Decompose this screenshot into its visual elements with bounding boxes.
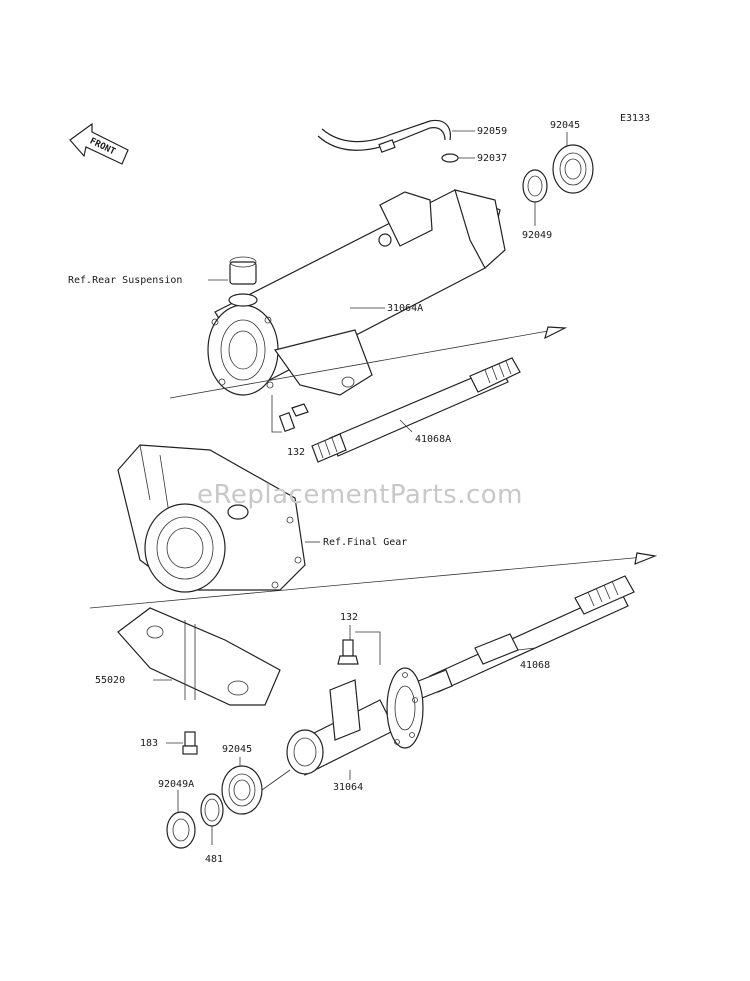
label-132-top: 132 <box>287 447 305 458</box>
label-481: 481 <box>205 854 223 865</box>
label-183: 183 <box>140 738 158 749</box>
label-31064A: 31064A <box>387 303 423 314</box>
bearing-92045-top <box>552 144 594 194</box>
skid-plate-55020 <box>117 607 281 706</box>
axle-shaft-41068 <box>415 575 635 699</box>
front-arrow-icon: FRONT <box>69 122 129 165</box>
label-55020: 55020 <box>95 675 125 686</box>
label-92049-top: 92049 <box>522 230 552 241</box>
final-gear-housing <box>117 444 306 593</box>
bolt-183 <box>182 731 198 755</box>
suspension-bushing <box>228 256 258 307</box>
label-92037: 92037 <box>477 153 507 164</box>
clamp-92037 <box>441 153 459 163</box>
label-132-mid: 132 <box>340 612 358 623</box>
seal-92049A <box>166 811 196 849</box>
diagram-code: E3133 <box>620 113 650 124</box>
axle-shaft-41068A <box>311 357 521 463</box>
label-41068: 41068 <box>520 660 550 671</box>
label-31064: 31064 <box>333 782 363 793</box>
bolt-132-mid <box>337 639 359 665</box>
bolt-132-top <box>278 403 309 432</box>
label-41068A: 41068A <box>415 434 451 445</box>
label-92045-top: 92045 <box>550 120 580 131</box>
axis-line-top <box>169 327 566 399</box>
watermark: eReplacementParts.com <box>197 480 523 510</box>
label-92049A: 92049A <box>158 779 194 790</box>
ref-final-gear: Ref.Final Gear <box>323 537 407 548</box>
seal-92049-top <box>522 169 548 203</box>
label-92045-bottom: 92045 <box>222 744 252 755</box>
ref-rear-suspension: Ref.Rear Suspension <box>68 275 182 286</box>
bearing-92045-bottom <box>221 765 263 815</box>
axle-housing-31064A <box>207 189 506 396</box>
axle-housing-31064 <box>286 667 424 776</box>
snap-ring-481 <box>200 793 224 827</box>
label-92059: 92059 <box>477 126 507 137</box>
breather-hose <box>317 119 451 153</box>
axis-line-mid <box>89 555 656 609</box>
